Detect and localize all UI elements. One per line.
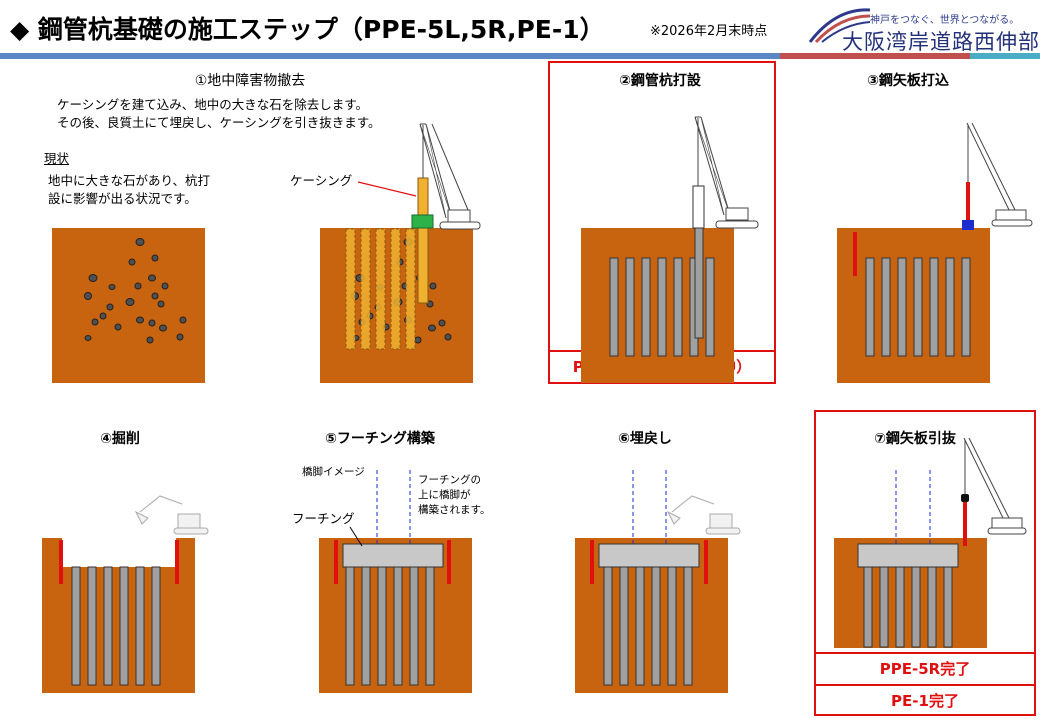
step2-piles — [609, 257, 715, 357]
crane-step1 — [419, 123, 481, 230]
step7-status-line2: PE-1完了 — [891, 692, 959, 710]
step1-label: ①地中障害物撤去 — [194, 73, 306, 89]
pier-image-label: 橋脚イメージ — [302, 466, 365, 478]
step4-piles — [71, 566, 161, 686]
crane-step7 — [963, 437, 1027, 535]
crane-step3 — [966, 122, 1033, 227]
crane-step2 — [694, 116, 759, 229]
step7-highlight-frame — [814, 410, 1036, 716]
step6-footing — [598, 543, 700, 568]
header-band-red — [780, 53, 970, 59]
step2-pile-top — [692, 185, 705, 229]
pier-note-line1: フーチングの — [418, 474, 481, 486]
step2-driven-pile — [694, 227, 704, 339]
current-state-line1: 地中に大きな石があり、杭打 — [48, 173, 211, 188]
step7-status-line1: PPE-5R完了 — [879, 660, 971, 678]
excavator-step6 — [666, 495, 741, 535]
step1-active-casing — [417, 177, 429, 304]
logo-mark — [808, 8, 871, 44]
excavator-step4 — [134, 495, 209, 535]
step1-casing-driver — [411, 214, 434, 229]
step4-soil — [42, 538, 195, 693]
current-state-line2: 設に影響が出る状況です。 — [48, 191, 197, 206]
step5-footing — [342, 543, 444, 568]
step1-description-line2: その後、良質土にて埋戻し、ケーシングを引き抜きます。 — [57, 115, 381, 130]
step3-vibro-hammer — [962, 220, 974, 230]
casing-label-leader — [357, 181, 417, 197]
current-state-heading: 現状 — [44, 151, 70, 166]
logo-tagline: 神戸をつなぐ、世界とつながる。 — [870, 15, 1020, 26]
footing-label-leader — [349, 526, 363, 547]
step7-footing — [857, 543, 959, 568]
pier-note-line2: 上に橋脚が — [418, 489, 471, 501]
step7-pull-clamp — [961, 494, 969, 502]
logo-name: 大阪湾岸道路西伸部 — [842, 30, 1040, 54]
step1-casings — [345, 228, 416, 350]
header-band-blue — [0, 53, 780, 59]
step5-label: ⑤フーチング構築 — [325, 431, 435, 447]
step7-status-divider1 — [814, 652, 1036, 654]
step7-status-divider2 — [814, 684, 1036, 686]
casing-label: ケーシング — [290, 173, 353, 188]
as-of-note: ※2026年2月末時点 — [650, 24, 768, 39]
step4-label: ④掘削 — [100, 431, 140, 447]
page-title: ◆ 鋼管杭基礎の施工ステップ（PPE-5L,5R,PE-1） — [10, 15, 605, 44]
step1-boulders-before — [84, 238, 187, 344]
footing-label: フーチング — [292, 511, 355, 526]
step3-label: ③鋼矢板打込 — [867, 73, 949, 89]
step6-label: ⑥埋戻し — [618, 431, 672, 447]
header-band-cyan — [970, 53, 1040, 59]
step1-description-line1: ケーシングを建て込み、地中の大きな石を除去します。 — [57, 97, 369, 112]
pier-note-line3: 構築されます。 — [418, 504, 491, 516]
step2-label: ②鋼管杭打設 — [619, 73, 701, 89]
step7-label: ⑦鋼矢板引抜 — [874, 431, 956, 447]
step3-piles — [865, 257, 971, 357]
